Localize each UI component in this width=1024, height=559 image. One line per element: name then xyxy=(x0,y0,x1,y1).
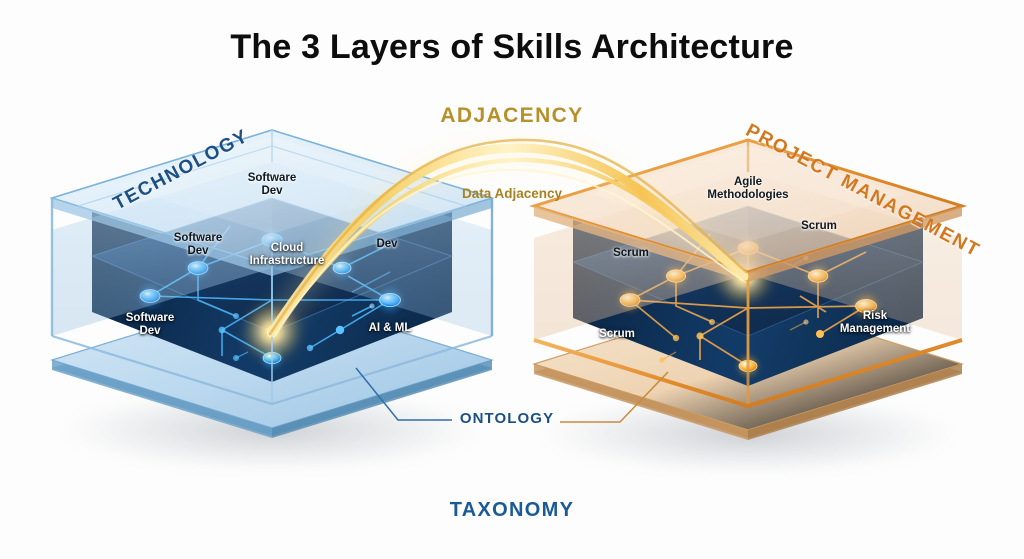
adjacency-ribbon xyxy=(262,138,751,339)
cube-project-management[interactable] xyxy=(528,138,968,475)
ontology-leader-lines xyxy=(355,367,669,423)
cube-technology[interactable] xyxy=(49,129,495,472)
project-management-glass-shell xyxy=(528,138,968,409)
page-title: The 3 Layers of Skills Architecture xyxy=(230,28,794,66)
technology-glass-shell xyxy=(49,129,495,406)
